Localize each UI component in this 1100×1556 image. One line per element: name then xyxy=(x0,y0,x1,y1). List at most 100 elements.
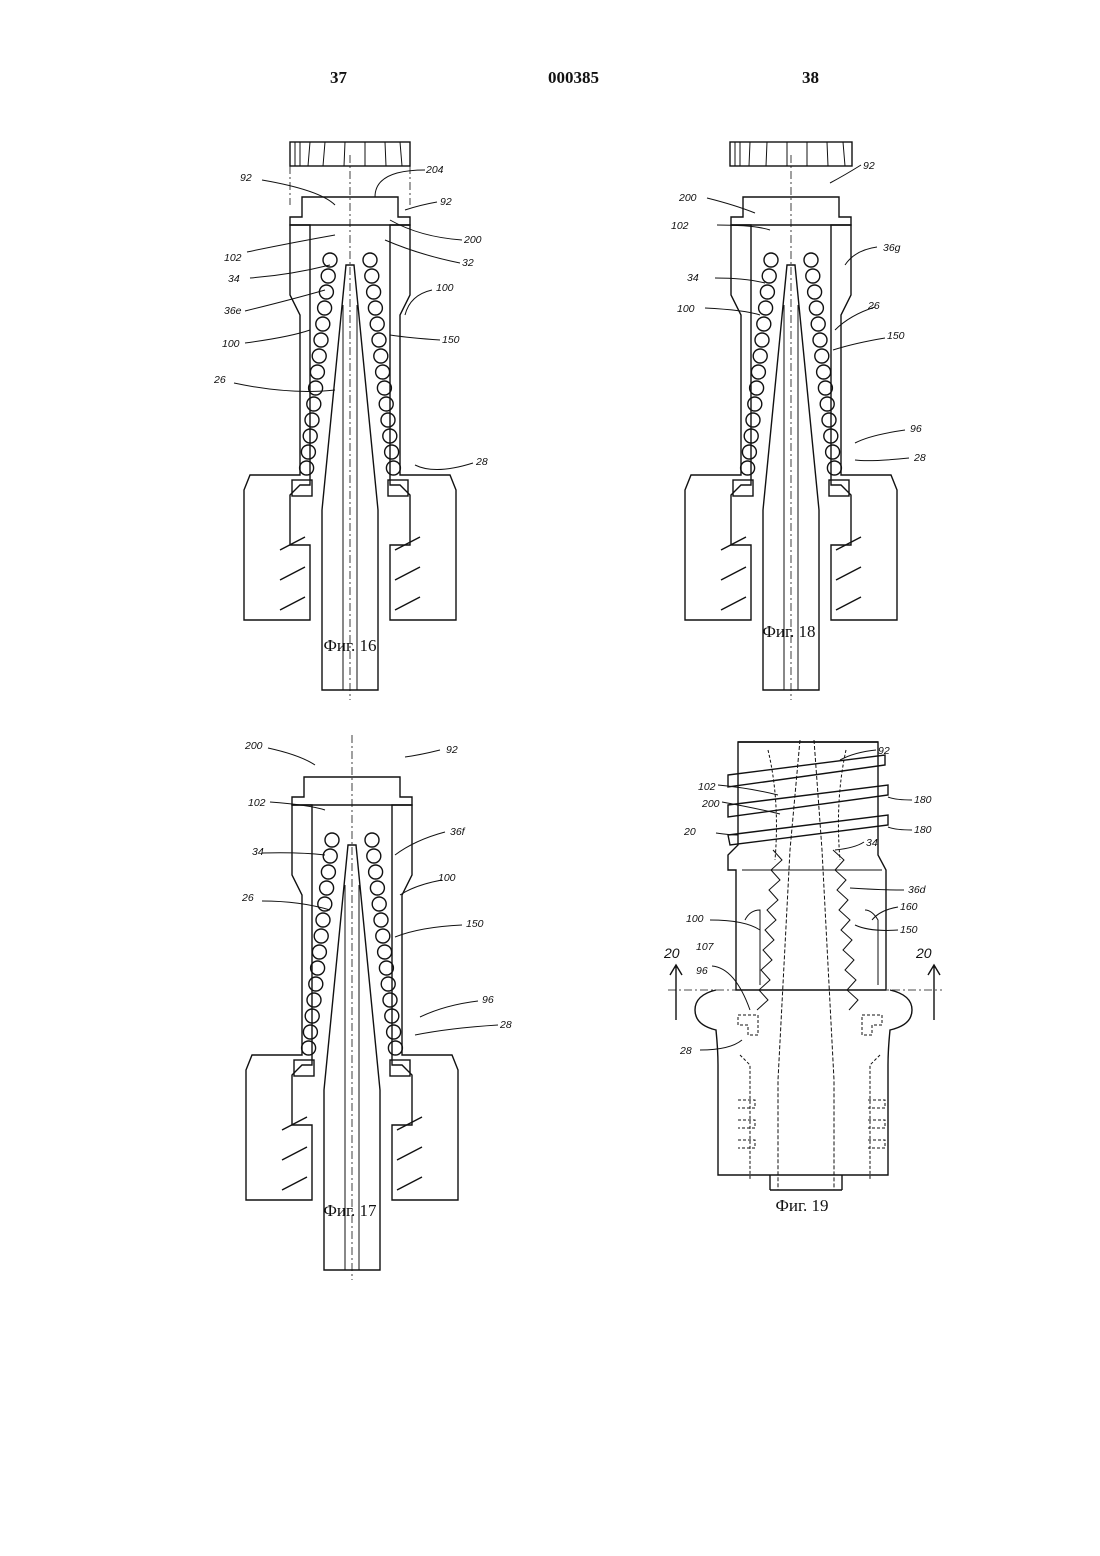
bellows-coil xyxy=(372,333,386,347)
bellows-coil xyxy=(305,413,319,427)
label-102: 102 xyxy=(248,797,266,809)
bellows-coil xyxy=(817,365,831,379)
bellows-coil xyxy=(741,461,755,475)
bellows-coil xyxy=(809,301,823,315)
label-96: 96 xyxy=(482,994,494,1006)
bellows-coil xyxy=(379,961,393,975)
label-100: 100 xyxy=(438,872,456,884)
label-36g: 36g xyxy=(883,242,901,254)
label-36d: 36d xyxy=(908,884,927,896)
bellows-coil xyxy=(307,993,321,1007)
bellows-coil xyxy=(312,945,326,959)
bellows-coil xyxy=(808,285,822,299)
bellows-coil xyxy=(363,253,377,267)
label-150: 150 xyxy=(466,918,484,930)
bellows-coil xyxy=(755,333,769,347)
label-200: 200 xyxy=(463,234,482,246)
figure-18-drawing: 92 200 102 36g 34 100 26 150 96 28 xyxy=(655,125,975,625)
label-204: 204 xyxy=(425,164,444,176)
page-number-right: 38 xyxy=(802,68,819,88)
label-100: 100 xyxy=(677,303,695,315)
bellows-coil xyxy=(376,365,390,379)
label-96: 96 xyxy=(910,423,922,435)
section-label-20-right: 20 xyxy=(915,945,932,961)
label-102: 102 xyxy=(224,252,242,264)
label-92: 92 xyxy=(878,745,890,757)
bellows-coil xyxy=(746,413,760,427)
label-100-a: 100 xyxy=(222,338,240,350)
bellows-coil xyxy=(301,445,315,459)
label-96: 96 xyxy=(696,965,708,977)
bellows-coil xyxy=(367,285,381,299)
bellows-coil xyxy=(365,833,379,847)
bellows-coil xyxy=(381,413,395,427)
bellows-coil xyxy=(806,269,820,283)
bellows-coil xyxy=(311,961,325,975)
figure-18: 92 200 102 36g 34 100 26 150 96 28 xyxy=(655,125,975,625)
bellows-coil xyxy=(312,349,326,363)
bellows-coil xyxy=(379,397,393,411)
bellows-coil xyxy=(388,1041,402,1055)
bellows-coil xyxy=(365,269,379,283)
label-32: 32 xyxy=(462,257,474,269)
label-160: 160 xyxy=(900,901,918,913)
bellows-coil xyxy=(319,285,333,299)
figure-17: 200 92 102 36f 34 100 26 150 96 28 xyxy=(200,705,520,1205)
bellows-coil xyxy=(826,445,840,459)
bellows-coil xyxy=(320,881,334,895)
bellows-coil xyxy=(381,977,395,991)
bellows-coil xyxy=(309,381,323,395)
label-92-b: 92 xyxy=(440,196,452,208)
figure-17-drawing: 200 92 102 36f 34 100 26 150 96 28 xyxy=(200,705,520,1205)
label-34: 34 xyxy=(252,846,264,858)
label-150: 150 xyxy=(887,330,905,342)
bellows-coil xyxy=(302,1041,316,1055)
caption-fig19: Фиг. 19 xyxy=(702,1196,902,1216)
bellows-coil xyxy=(387,1025,401,1039)
label-92-a: 92 xyxy=(240,172,252,184)
label-180-a: 180 xyxy=(914,794,932,806)
label-28: 28 xyxy=(499,1019,512,1031)
label-92: 92 xyxy=(863,160,875,172)
bellows-coil xyxy=(762,269,776,283)
label-200: 200 xyxy=(244,740,263,752)
bellows-coil xyxy=(811,317,825,331)
caption-fig16: Фиг. 16 xyxy=(250,636,450,656)
bellows-coil xyxy=(310,365,324,379)
bellows-coil xyxy=(386,461,400,475)
label-150: 150 xyxy=(900,924,918,936)
bellows-coil xyxy=(383,993,397,1007)
bellows-coil xyxy=(368,301,382,315)
label-34: 34 xyxy=(687,272,699,284)
bellows-coil xyxy=(309,977,323,991)
figure-16: 92 204 92 200 32 102 34 36e 100 100 150 … xyxy=(200,125,520,625)
bellows-coil xyxy=(372,897,386,911)
label-36e: 36e xyxy=(224,305,242,317)
label-102: 102 xyxy=(671,220,689,232)
label-200: 200 xyxy=(678,192,697,204)
caption-fig18: Фиг. 18 xyxy=(689,622,889,642)
label-20: 20 xyxy=(683,826,696,838)
bellows-coil xyxy=(815,349,829,363)
label-102: 102 xyxy=(698,781,716,793)
label-26: 26 xyxy=(213,374,226,386)
bellows-coil xyxy=(318,301,332,315)
bellows-coil xyxy=(370,881,384,895)
bellows-coil xyxy=(385,445,399,459)
label-150: 150 xyxy=(442,334,460,346)
label-28: 28 xyxy=(913,452,926,464)
label-28: 28 xyxy=(475,456,488,468)
bellows-coil xyxy=(753,349,767,363)
bellows-coil xyxy=(314,333,328,347)
bellows-coil xyxy=(374,349,388,363)
label-26: 26 xyxy=(241,892,254,904)
label-200: 200 xyxy=(701,798,720,810)
section-label-20-left: 20 xyxy=(663,945,680,961)
bellows-coil xyxy=(827,461,841,475)
document-number: 000385 xyxy=(548,68,599,88)
bellows-coil xyxy=(764,253,778,267)
bellows-coil xyxy=(316,317,330,331)
label-107: 107 xyxy=(696,941,715,953)
bellows-coil xyxy=(303,1025,317,1039)
label-100-b: 100 xyxy=(436,282,454,294)
